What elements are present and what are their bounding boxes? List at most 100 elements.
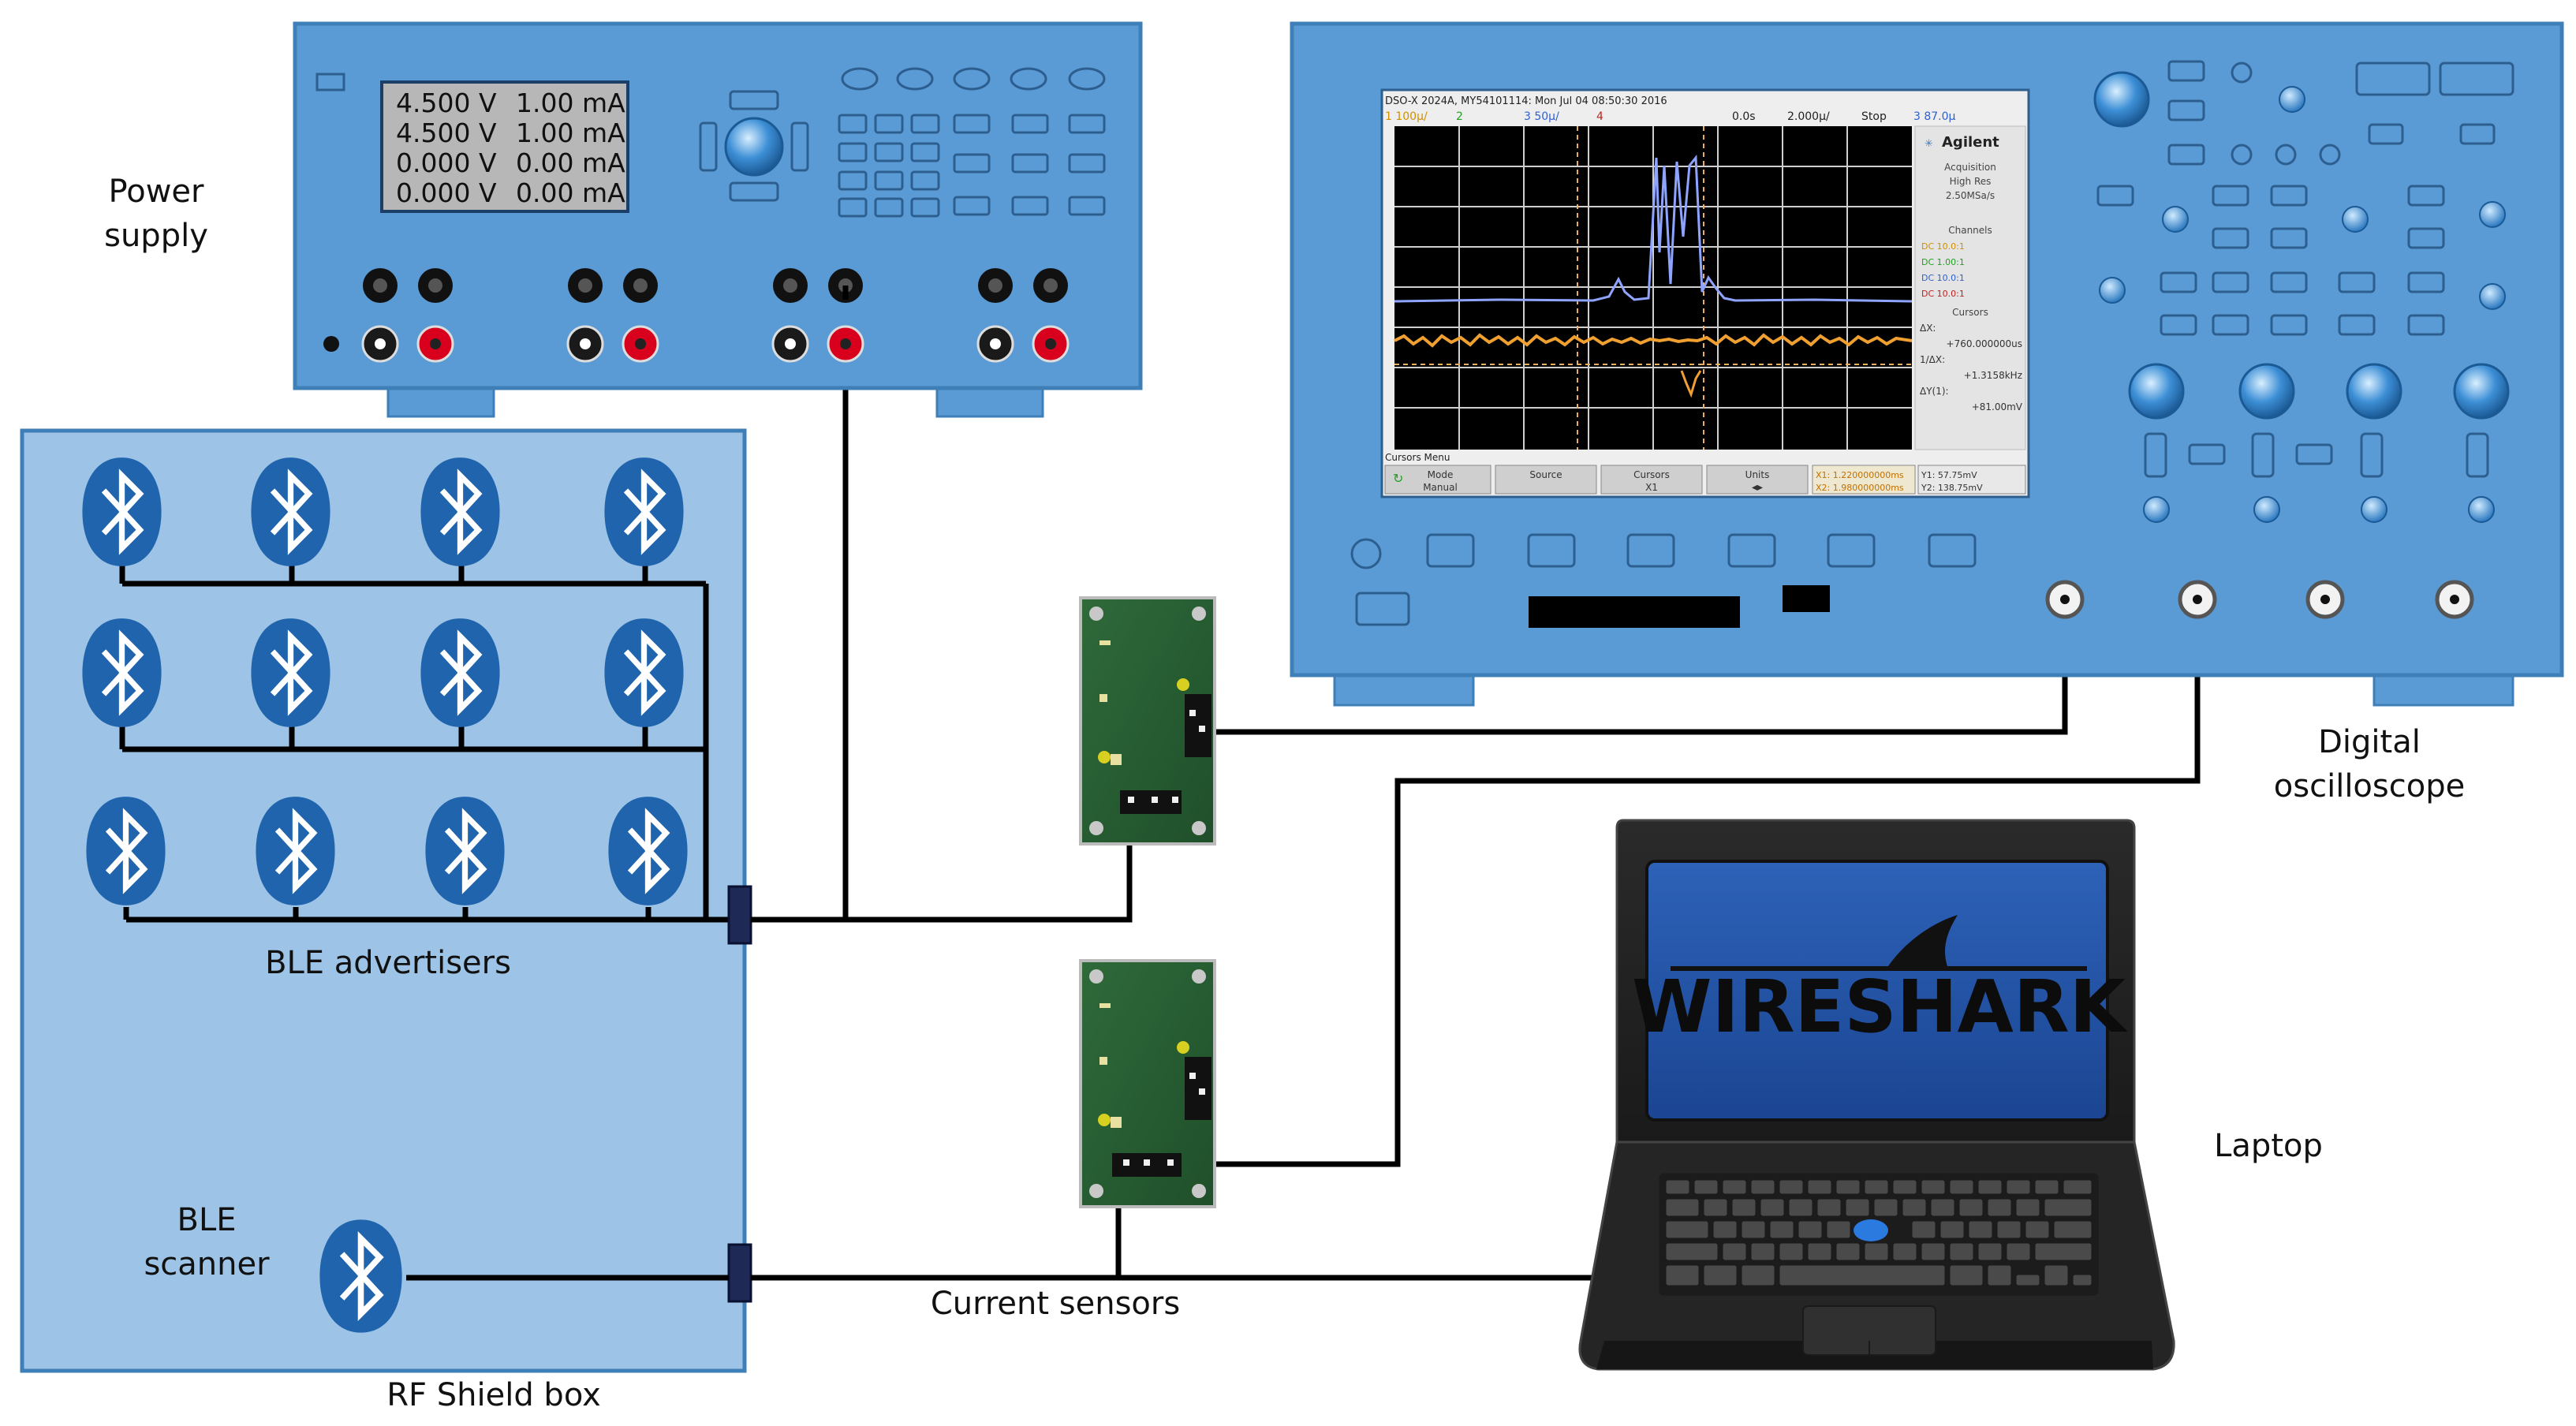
bluetooth-icon [604,618,683,727]
scope-ch3: 3 50µ/ [1524,110,1559,123]
laptop-trackpoint [1854,1219,1888,1241]
bluetooth-icon [82,618,161,727]
scope-cursors-title: Cursors [1952,307,1988,318]
scope-channels-title: Channels [1948,225,1992,236]
softkey-3-top: Cursors [1633,469,1670,480]
scope-channel-row-1: DC 10.0:1 [1921,241,1965,252]
scope-channel-row-2: DC 1.00:1 [1921,257,1965,267]
scope-control-panel [2093,60,2514,523]
bluetooth-icon [251,457,330,566]
scope-dx-label: ΔX: [1920,323,1936,334]
power-supply-label-line1: Power [109,174,204,210]
scope-time-offset: 0.0s [1732,110,1756,123]
bluetooth-icon [256,797,334,905]
digital-oscilloscope: DSO-X 2024A, MY54101114: Mon Jul 04 08:5… [1290,21,2564,707]
scope-menu-title: Cursors Menu [1385,452,1450,463]
scope-run-state: Stop [1861,110,1887,123]
scope-brand: Agilent [1942,134,1999,151]
bluetooth-icon [319,1219,401,1332]
scope-acq-title: Acquisition [1944,162,1996,173]
scope-x2: X2: 1.980000000ms [1816,483,1904,493]
scope-timebase: 2.000µ/ [1787,110,1830,123]
scope-ch2: 2 [1456,110,1463,123]
scope-side-panel [1914,125,2026,450]
scope-inv-dx-value: +1.3158kHz [1964,370,2022,381]
wireshark-fin-icon [1887,915,1958,969]
ps-current-2: 1.00 mA [516,118,625,148]
scope-y1: Y1: 57.75mV [1921,470,1977,480]
ps-voltage-4: 0.000 V [396,177,497,208]
refresh-icon: ↻ [1393,471,1403,486]
ble-scanner [319,1219,401,1332]
power-supply-display: 4.500 V 1.00 mA 4.500 V 1.00 mA 0.000 V … [380,80,629,213]
ble-scanner-label-line2: scanner [144,1246,270,1282]
scope-ch1: 1 100µ/ [1385,110,1428,123]
current-sensor-1 [1079,596,1216,846]
wireshark-logo-text: WIRESHARK [1632,965,2129,1049]
ps-output-terminals [323,268,1070,363]
bluetooth-icon [604,457,683,566]
scope-bnc-inputs [2045,580,2474,619]
scope-dy-value: +81.00mV [1972,401,2023,412]
ps-current-3: 0.00 mA [516,147,625,178]
softkey-3-bottom: X1 [1645,482,1658,493]
scope-slot [1529,596,1740,628]
ps-voltage-1: 4.500 V [396,88,497,118]
scope-dx-value: +760.000000us [1947,338,2022,349]
scope-front-buttons [1350,533,1977,626]
oscilloscope-label-line2: oscilloscope [2274,768,2465,804]
scope-inv-dx-label: 1/ΔX: [1920,354,1945,365]
scope-usb-port [1783,585,1830,612]
bluetooth-icon [251,618,330,727]
scope-acq-mode: High Res [1950,176,1992,187]
arrow-icon: ◂▸ [1752,481,1763,494]
current-sensor-2 [1079,959,1216,1208]
oscilloscope-screen: DSO-X 2024A, MY54101114: Mon Jul 04 08:5… [1380,88,2030,498]
power-supply: 4.500 V 1.00 mA 4.500 V 1.00 mA 0.000 V … [293,21,1143,418]
scope-softkeys [1384,465,2026,495]
agilent-spark-icon: ✳ [1925,138,1933,150]
scope-channel-row-4: DC 10.0:1 [1921,289,1965,299]
oscilloscope-label-line1: Digital [2318,724,2421,760]
scope-dy-label: ΔY(1): [1920,386,1949,397]
softkey-1-top: Mode [1428,469,1454,480]
scope-cursors [1394,126,1912,450]
scope-trigger: 3 87.0µ [1913,110,1956,123]
scope-trace-orange-dip [1680,370,1702,398]
rf-shield-box-label: RF Shield box [386,1377,601,1413]
scope-trace-blue [1394,154,1913,303]
current-sensors-label: Current sensors [931,1286,1180,1322]
scope-channel-row-3: DC 10.0:1 [1921,273,1965,283]
advertiser-wiring [119,562,730,923]
power-supply-label-line2: supply [104,218,208,254]
ps-current-4: 0.00 mA [516,177,625,208]
bluetooth-icon [420,457,499,566]
laptop-screen [1645,860,2109,1122]
scope-ch4: 4 [1596,110,1603,123]
laptop-label: Laptop [2214,1128,2323,1164]
laptop: WIRESHARK [1578,819,2175,1371]
scope-x1: X1: 1.220000000ms [1816,470,1904,480]
ble-advertisers-label: BLE advertisers [265,945,511,981]
softkey-2-top: Source [1529,469,1562,480]
ps-button-grid [838,67,1106,218]
ps-voltage-2: 4.500 V [396,118,497,148]
ps-current-1: 1.00 mA [516,88,625,118]
softkey-4-top: Units [1745,469,1770,480]
bluetooth-icon [420,618,499,727]
bluetooth-icon [425,797,504,905]
scope-header: DSO-X 2024A, MY54101114: Mon Jul 04 08:5… [1385,95,1667,107]
box-feedthroughs [727,885,752,1303]
scope-y2: Y2: 138.75mV [1921,483,1983,493]
softkey-1-bottom: Manual [1423,482,1458,493]
scope-trace-orange [1394,333,1913,348]
bluetooth-icon [82,457,161,566]
bluetooth-icon [86,797,165,905]
bluetooth-icon [608,797,687,905]
diagram-labels: Power supply BLE advertisers BLE scanner… [104,174,2465,1413]
ps-voltage-3: 0.000 V [396,147,497,178]
ble-scanner-label-line1: BLE [177,1202,237,1238]
scope-acq-rate: 2.50MSa/s [1946,190,1995,201]
ps-control-knob [699,90,809,202]
